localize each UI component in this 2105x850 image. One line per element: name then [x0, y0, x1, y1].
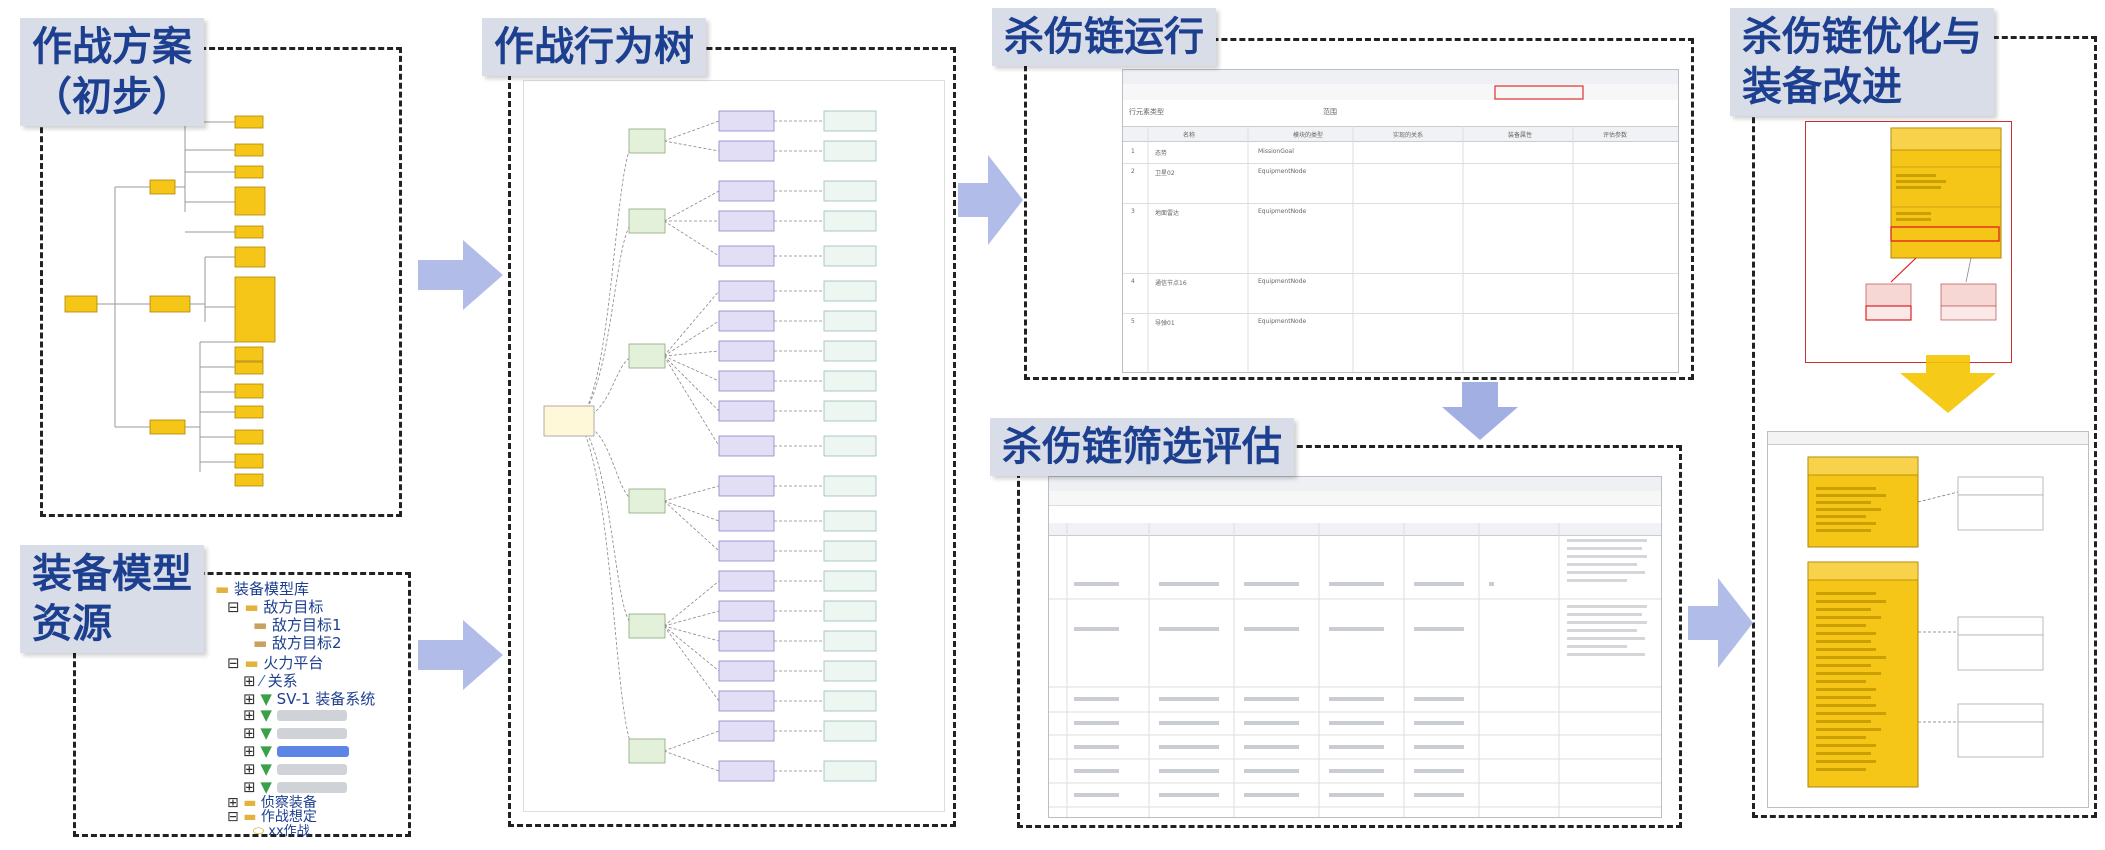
behavior-tree-svg: [543, 110, 877, 782]
optimize-block-svg: [1865, 127, 2002, 321]
killchain-header-row: 名称 模块的类型 实现的关系 装备属性 评估参数: [1123, 126, 1678, 142]
behavior-tree-title: 作战行为树: [482, 18, 706, 76]
arrow-equipment-to-tree: [418, 620, 503, 690]
system-icon: ▼: [260, 778, 272, 796]
redacted-label: [276, 764, 347, 775]
table-row[interactable]: 1 态势 MissionGoal: [1123, 141, 1678, 164]
ellipse-icon: ⬭: [253, 824, 265, 839]
filter-label: 行元素类型: [1129, 108, 1164, 116]
optimize-bdd-diagram: [1767, 431, 2089, 808]
col-header-relation[interactable]: 实现的关系: [1393, 132, 1424, 139]
plan-tree-svg: [64, 115, 276, 487]
tree-enemy[interactable]: ⊟ ▬ 敌方目标: [227, 598, 324, 616]
table-row[interactable]: 3 地面雷达 EquipmentNode: [1123, 203, 1678, 274]
killchain-eval-panel: [1017, 445, 1682, 828]
folder-icon: ▬: [243, 809, 257, 825]
table-row[interactable]: 4 通信节点16 EquipmentNode: [1123, 273, 1678, 314]
tree-system[interactable]: ⊞ ▼ SV-1 装备系统: [243, 690, 376, 708]
redacted-label: [276, 710, 347, 721]
table-row[interactable]: 2 卫星02 EquipmentNode: [1123, 163, 1678, 204]
eval-table: [1048, 476, 1662, 818]
arrow-plan-to-tree: [418, 240, 503, 310]
redacted-label: [276, 728, 347, 739]
eval-toolbar: [1049, 491, 1661, 506]
tree-scenario[interactable]: ⊟ ▬ 作战想定: [227, 809, 317, 825]
plan-title: 作战方案 （初步）: [20, 18, 204, 126]
tree-hidden-3[interactable]: ⊞ ▼: [243, 742, 349, 760]
tree-recon[interactable]: ⊞ ▬ 侦察装备: [227, 795, 317, 811]
behavior-tree-diagram: [523, 80, 945, 812]
optimize-block-diagram: [1805, 121, 2012, 363]
col-header-type[interactable]: 模块的类型: [1293, 132, 1324, 139]
killchain-grid-lines: [1147, 85, 1584, 372]
folder-icon: ▬: [244, 654, 259, 672]
tree-enemy-item-2[interactable]: ▬ 敌方目标2: [253, 634, 342, 652]
eval-header-row: [1049, 523, 1661, 536]
tree-fire[interactable]: ⊟ ▬ 火力平台: [227, 654, 324, 672]
tree-hidden-5[interactable]: ⊞ ▼: [243, 778, 347, 796]
bdd-header: [1768, 432, 2088, 445]
arrow-tree-to-run: [958, 155, 1023, 245]
system-icon: ▼: [260, 706, 272, 724]
tree-hidden-2[interactable]: ⊞ ▼: [243, 724, 347, 742]
table-row[interactable]: 5 导弹01 EquipmentNode: [1131, 318, 1307, 327]
arrow-eval-to-optimize: [1688, 578, 1753, 668]
killchain-table: 行元素类型 范围 名称 模块的类型 实现的关系 装备属性 评估参数 1 态势 M…: [1122, 69, 1679, 373]
optimize-title: 杀伤链优化与 装备改进: [1730, 8, 1994, 116]
system-icon: ▼: [260, 690, 272, 708]
system-icon: ▼: [260, 760, 272, 778]
killchain-filter-bar: 行元素类型 范围: [1123, 100, 1678, 122]
col-header-eval[interactable]: 评估参数: [1603, 132, 1628, 139]
equipment-tree: ▬ 装备模型库 ⊟ ▬ 敌方目标 ▬ 敌方目标1 ▬ 敌方目标2 ⊟ ▬ 火力平…: [215, 578, 410, 839]
tree-enemy-item-1[interactable]: ▬ 敌方目标1: [253, 616, 342, 634]
col-header-name[interactable]: 名称: [1183, 132, 1196, 139]
behavior-tree-panel: [508, 47, 956, 827]
optimize-panel: [1752, 36, 2097, 818]
col-header-attr[interactable]: 装备属性: [1508, 132, 1533, 139]
system-icon: ▼: [260, 724, 272, 742]
killchain-run-title: 杀伤链运行: [992, 8, 1216, 66]
tree-root[interactable]: ▬ 装备模型库: [215, 580, 309, 598]
block-icon: ▬: [253, 616, 268, 634]
tree-hidden-4[interactable]: ⊞ ▼: [243, 760, 347, 778]
optimize-bdd-svg: [1807, 456, 2044, 788]
tree-relation[interactable]: ⊞ ⁄ 关系: [243, 672, 298, 690]
block-icon: ▬: [253, 634, 268, 652]
scope-label: 范围: [1323, 108, 1337, 116]
system-icon: ▼: [260, 742, 272, 760]
eval-grid-svg: [1049, 523, 1661, 817]
killchain-eval-title: 杀伤链筛选评估: [990, 418, 1294, 476]
tree-op[interactable]: ⬭ xx作战: [253, 824, 310, 839]
arrow-optimize-down: [1900, 355, 1996, 413]
plan-panel: [40, 47, 402, 517]
arrow-run-to-eval: [1442, 382, 1518, 440]
tree-hidden-1[interactable]: ⊞ ▼: [243, 706, 347, 724]
redacted-label: [276, 746, 349, 757]
folder-icon: ▬: [244, 598, 259, 616]
killchain-run-panel: 行元素类型 范围 名称 模块的类型 实现的关系 装备属性 评估参数 1 态势 M…: [1024, 38, 1694, 380]
relation-icon: ⁄: [260, 672, 263, 690]
folder-icon: ▬: [215, 580, 230, 598]
folder-icon: ▬: [243, 795, 257, 811]
equipment-title: 装备模型 资源: [20, 545, 204, 653]
redacted-label: [276, 782, 347, 793]
plan-diagram: [55, 92, 387, 495]
